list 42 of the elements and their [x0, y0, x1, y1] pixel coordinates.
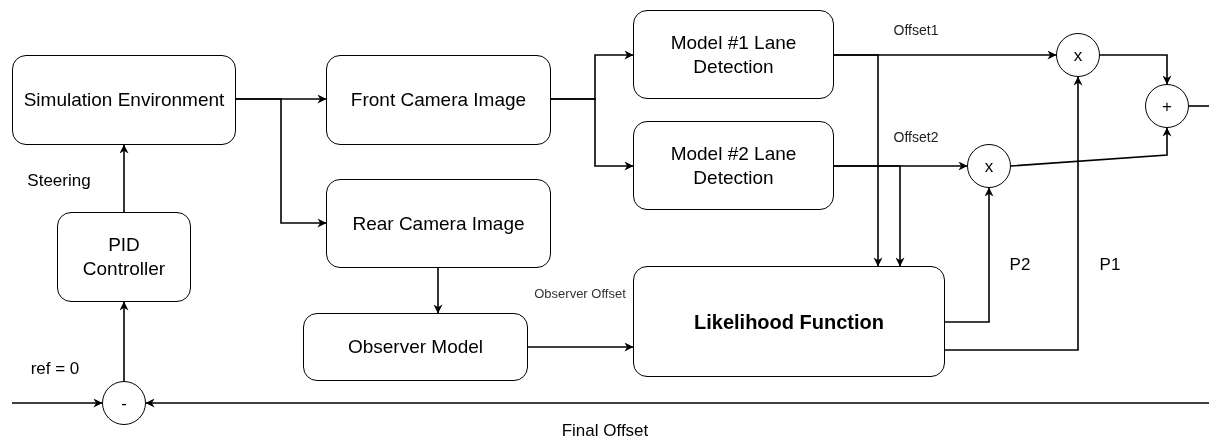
arrow	[833, 54, 883, 267]
process-box	[57, 212, 191, 302]
process-box	[326, 179, 551, 268]
operator-symbol: -	[121, 394, 127, 412]
edge-label: P1	[1098, 254, 1122, 276]
process-box	[633, 121, 834, 210]
process-box	[633, 10, 834, 99]
process-box	[326, 55, 551, 145]
edge-label: ref = 0	[29, 358, 81, 380]
edge-label: Steering	[26, 170, 92, 192]
process-box	[303, 313, 528, 381]
arrow	[235, 98, 327, 228]
box-label: Model #2 Lane Detection	[669, 141, 798, 190]
edge-label: P2	[1008, 254, 1032, 276]
arrow	[1010, 127, 1172, 167]
edge-label: Offset2	[892, 128, 940, 147]
box-label: Rear Camera Image	[352, 211, 525, 236]
box-label: Front Camera Image	[350, 88, 527, 112]
process-box	[12, 55, 236, 145]
box-label: Simulation Environment	[23, 88, 225, 112]
arrow	[944, 187, 994, 323]
box-label: Likelihood Function	[694, 309, 884, 334]
operator-symbol: +	[1162, 97, 1172, 115]
box-label: Observer Model	[347, 335, 484, 359]
edge-label: Final Offset	[560, 420, 650, 442]
operator-symbol: x	[984, 157, 994, 175]
arrow	[145, 398, 1209, 408]
edge-label: Offset1	[892, 21, 940, 40]
arrow	[527, 342, 634, 352]
edge-label: Observer Offset	[533, 285, 627, 303]
arrow	[119, 301, 129, 382]
arrow	[119, 144, 129, 213]
arrow	[433, 267, 443, 314]
arrow	[11, 398, 103, 408]
box-label: Model #1 Lane Detection	[669, 30, 798, 79]
arrow	[944, 76, 1083, 351]
operator-symbol: x	[1073, 46, 1083, 64]
arrow	[833, 165, 905, 267]
arrow	[550, 98, 634, 171]
process-box	[633, 266, 945, 377]
arrow	[1099, 54, 1172, 85]
box-label: PID Controller	[81, 233, 167, 281]
